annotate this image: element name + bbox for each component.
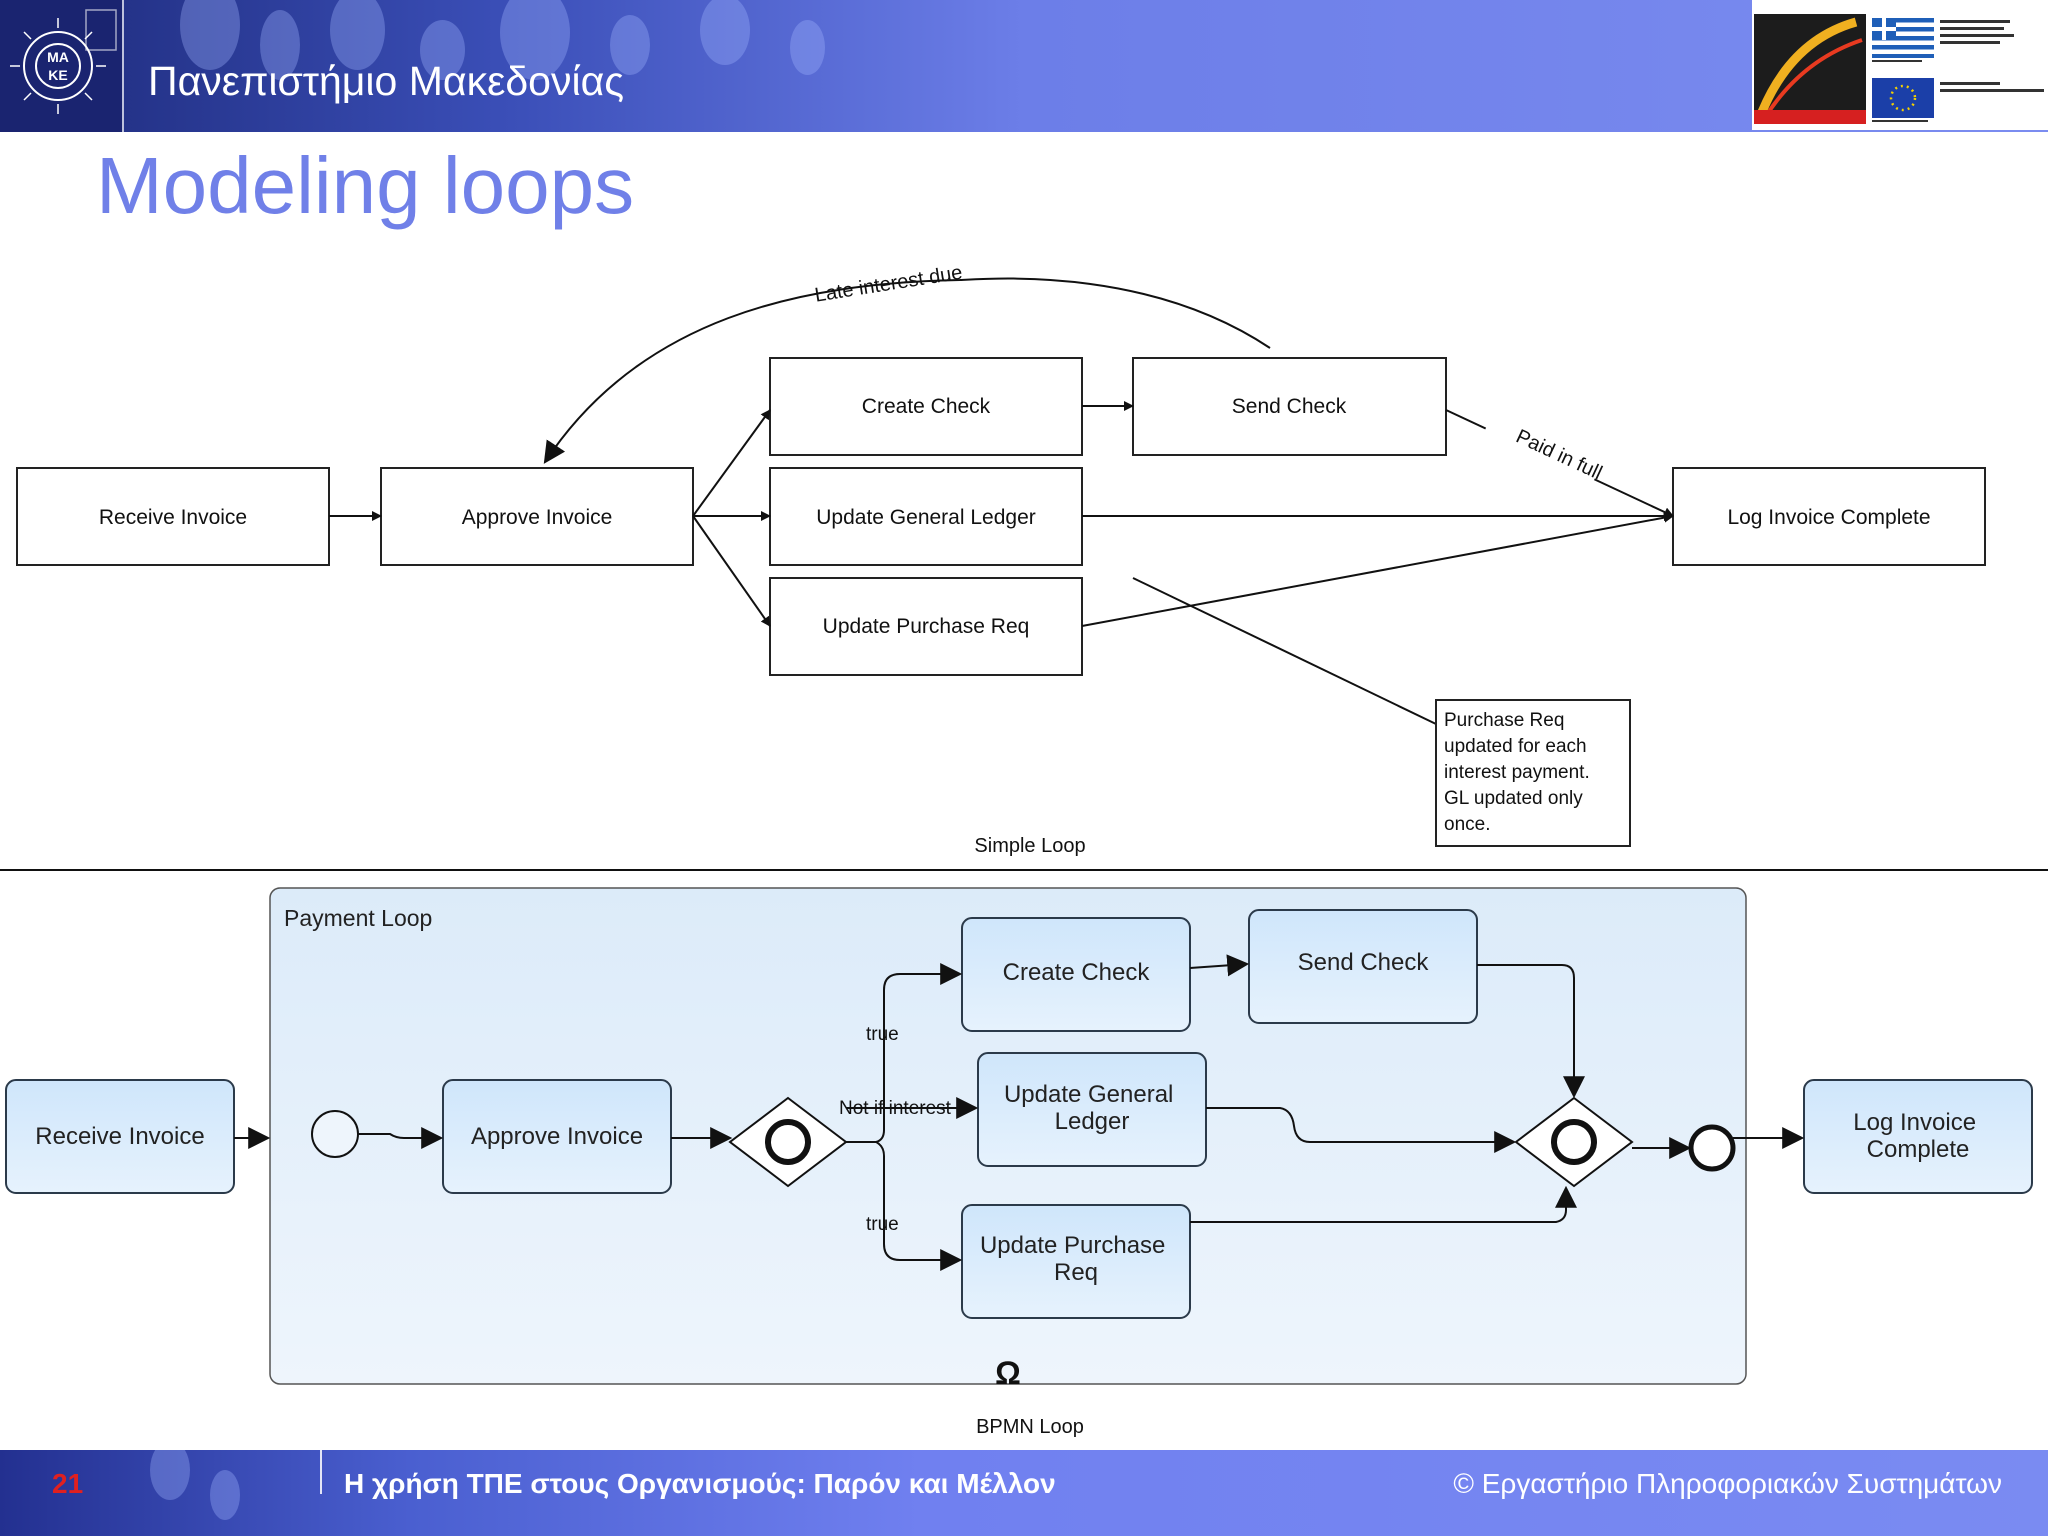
footer-copyright: © Εργαστήριο Πληροφοριακών Συστημάτων (1453, 1468, 2002, 1499)
header-decor (700, 0, 750, 65)
header-decor (180, 0, 240, 70)
bpmn-task-label: Approve Invoice (471, 1123, 643, 1150)
bpmn-task-label-line: Complete (1867, 1136, 1970, 1163)
university-logo-icon: ΜΑ ΚΕ (0, 0, 122, 132)
flow-arrow (692, 515, 771, 627)
footer-title: Η χρήση ΤΠΕ στους Οργανισμούς: Παρόν και… (344, 1468, 1056, 1499)
footer-decor (210, 1470, 240, 1520)
header-decor (420, 20, 465, 80)
ministry-text-lines (1872, 20, 2014, 62)
eu-fund-text-lines (1872, 82, 2044, 122)
bpmn-task-receive-invoice: Receive Invoice (5, 1079, 235, 1194)
bpmn-task-label-line: Update General (1004, 1081, 1173, 1108)
note-text: Purchase Req updated for each interest p… (1444, 710, 1595, 835)
bpmn-task-label: Send Check (1298, 949, 1430, 976)
bpmn-task-label: Update Purchase Req (980, 1232, 1172, 1286)
flow-arrow (358, 1127, 444, 1149)
header-decor (610, 15, 650, 75)
bpmn-task-label: Update General Ledger (1004, 1081, 1180, 1135)
note-line: GL updated only (1444, 788, 1583, 809)
simple-task-label: Approve Invoice (462, 506, 613, 529)
bpmn-task-log-invoice-complete: Log Invoice Complete (1803, 1079, 2033, 1194)
bpmn-task-label: Log Invoice Complete (1853, 1109, 1982, 1163)
slide-title: Modeling loops (96, 141, 635, 230)
bpmn-task-approve-invoice: Approve Invoice (442, 1079, 672, 1194)
page-number: 21 (52, 1468, 84, 1499)
simple-task-update-general-ledger: Update General Ledger (769, 467, 1083, 566)
note-line: Purchase Req (1444, 710, 1564, 731)
flow-arrow (846, 1141, 963, 1271)
paid-label-background (1478, 413, 1602, 495)
bpmn-task-label: Receive Invoice (35, 1123, 204, 1150)
flow-arrow (1189, 954, 1250, 977)
bpmn-task-label: Create Check (1003, 959, 1151, 986)
header-divider (122, 0, 124, 132)
simple-loop-diagram: Late interest due Receive Invoice Approv… (16, 262, 1986, 857)
note-line: updated for each (1444, 736, 1587, 757)
simple-task-label: Create Check (862, 395, 991, 418)
bpmn-loop-caption: BPMN Loop (976, 1416, 1084, 1438)
logo-text-bottom: ΚΕ (48, 67, 67, 83)
simple-loop-note: Purchase Req updated for each interest p… (1435, 699, 1631, 847)
condition-true-bottom: true (866, 1214, 899, 1235)
simple-task-label: Log Invoice Complete (1727, 506, 1930, 529)
bpmn-task-send-check: Send Check (1248, 909, 1478, 1024)
footer-decor (150, 1450, 190, 1500)
footer-divider (320, 1450, 322, 1494)
late-interest-label: Late interest due (813, 262, 964, 307)
simple-task-update-purchase-req: Update Purchase Req (769, 577, 1083, 676)
simple-loop-caption: Simple Loop (974, 835, 1085, 857)
flow-arrow (846, 963, 963, 1143)
bpmn-loop-diagram: Payment Loop Ω Receive Invoice Approve I… (5, 887, 2033, 1438)
logo-text-top: ΜΑ (47, 49, 69, 65)
simple-task-log-invoice-complete: Log Invoice Complete (1672, 467, 1986, 566)
bpmn-task-update-general-ledger: Update General Ledger (977, 1052, 1207, 1167)
note-line: interest payment. (1444, 762, 1590, 783)
loop-marker-icon: Ω (995, 1355, 1021, 1391)
header-decor (330, 0, 385, 70)
flow-arrow (1477, 964, 1585, 1099)
simple-task-label: Send Check (1232, 395, 1347, 418)
start-event-icon (311, 1110, 359, 1158)
simple-task-label: Update General Ledger (816, 506, 1036, 529)
bpmn-task-label-line: Update Purchase (980, 1232, 1165, 1259)
note-line: once. (1444, 814, 1490, 835)
header-decor (790, 20, 825, 75)
partner-logos (1752, 0, 2048, 130)
simple-flows (329, 401, 1674, 725)
greek-flag-icon (1872, 18, 1934, 58)
annotation-connector (1132, 577, 1437, 725)
condition-true-top: true (866, 1024, 899, 1045)
simple-task-label: Receive Invoice (99, 506, 247, 529)
bpmn-task-update-purchase-req: Update Purchase Req (961, 1204, 1191, 1319)
header-bar: ΜΑ ΚΕ Πανεπιστήμιο Μακεδονίας (0, 0, 2048, 132)
header-decor (260, 10, 300, 80)
competitiveness-logo-icon (1754, 14, 1866, 124)
university-name: Πανεπιστήμιο Μακεδονίας (148, 58, 625, 104)
flow-arrow (1190, 1185, 1577, 1223)
bpmn-task-label-line: Log Invoice (1853, 1109, 1976, 1136)
flow-arrow (1206, 1107, 1517, 1153)
condition-not-interest: Not if interest (839, 1098, 952, 1119)
simple-task-send-check: Send Check (1132, 357, 1447, 456)
simple-task-receive-invoice: Receive Invoice (16, 467, 330, 566)
simple-task-create-check: Create Check (769, 357, 1083, 456)
bpmn-task-create-check: Create Check (961, 917, 1191, 1032)
simple-task-label: Update Purchase Req (823, 615, 1030, 638)
flow-arrow (692, 409, 771, 517)
header-decor (500, 0, 570, 80)
late-interest-flow (543, 277, 1271, 464)
loop-diagrams: Late interest due Receive Invoice Approv… (0, 262, 2048, 1438)
bpmn-task-label-line: Req (1054, 1259, 1098, 1286)
bpmn-task-label-line: Ledger (1055, 1108, 1130, 1135)
footer-bar: 21 Η χρήση ΤΠΕ στους Οργανισμούς: Παρόν … (0, 1450, 2048, 1536)
payment-loop-label: Payment Loop (284, 905, 432, 931)
eu-flag-icon (1872, 78, 1934, 118)
split-gateway-icon (728, 1096, 848, 1188)
flow-arrow (1081, 512, 1674, 627)
bpmn-flows (234, 954, 1805, 1271)
end-event-icon (1688, 1124, 1736, 1172)
simple-task-approve-invoice: Approve Invoice (380, 467, 694, 566)
